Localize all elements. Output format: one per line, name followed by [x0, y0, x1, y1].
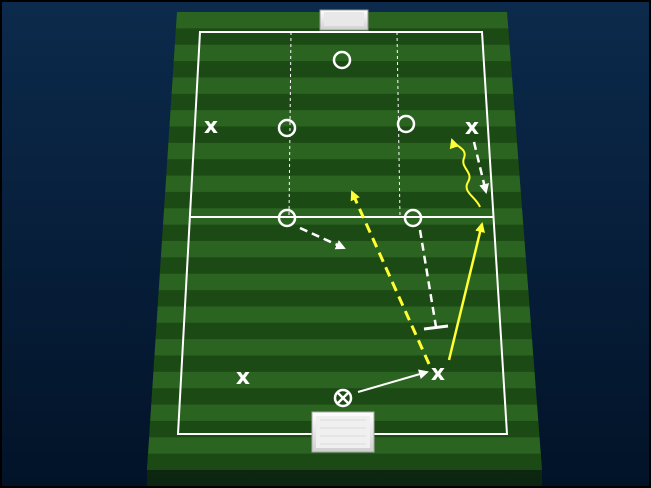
defender-half-left	[277, 208, 297, 228]
channel-line-left	[288, 31, 292, 218]
pitch-stripe	[147, 257, 542, 275]
pitch-stripe	[147, 241, 542, 258]
touchline-boundary	[176, 31, 509, 435]
defender-half-right	[403, 208, 423, 228]
goal-top	[319, 9, 369, 31]
pitch-stripe	[147, 175, 542, 193]
pitch-stripe	[147, 28, 542, 46]
pitch-stripe	[147, 306, 542, 324]
defender-run-right-upper	[472, 141, 489, 194]
pitch-stripe	[147, 322, 542, 340]
pitch-stripe	[147, 224, 542, 242]
defenders	[277, 50, 423, 228]
movement-arrows	[299, 138, 489, 393]
defender-mid-right	[396, 114, 416, 134]
pitch-stripe	[147, 371, 542, 389]
attackers: x x x x	[204, 114, 479, 390]
attacker-right-upper: x	[465, 115, 479, 140]
defender-run-mid	[299, 226, 346, 250]
run-arrow-wavy	[449, 138, 481, 208]
defender-block-line	[418, 229, 438, 328]
pitch-stripe	[147, 273, 542, 291]
pitch-stripe	[147, 77, 542, 95]
pitch-stripe	[147, 61, 542, 78]
attacker-left-upper: x	[204, 114, 218, 139]
defender-top	[332, 50, 352, 70]
run-arrow-solid	[447, 222, 485, 361]
pitch-stripes	[147, 12, 542, 470]
pitch-stripe	[147, 339, 542, 356]
pitch-stripe	[147, 290, 542, 307]
pitch-stripe	[147, 126, 542, 144]
pitch-stripe	[147, 355, 542, 373]
ball-carrier	[333, 388, 353, 408]
attacker-right-lower: x	[431, 361, 445, 386]
pass-arrow	[357, 369, 429, 393]
pitch-stripe	[147, 110, 542, 127]
pitch-stripe	[147, 93, 542, 111]
pitch-stripe	[147, 453, 542, 470]
attacker-left-lower: x	[236, 365, 250, 390]
block-bar	[423, 324, 449, 331]
defender-mid-left	[277, 118, 297, 138]
goal-bottom	[311, 411, 375, 453]
pitch-stripe	[147, 142, 542, 160]
pitch-stripe	[147, 191, 542, 209]
pitch-stripe	[147, 159, 542, 177]
